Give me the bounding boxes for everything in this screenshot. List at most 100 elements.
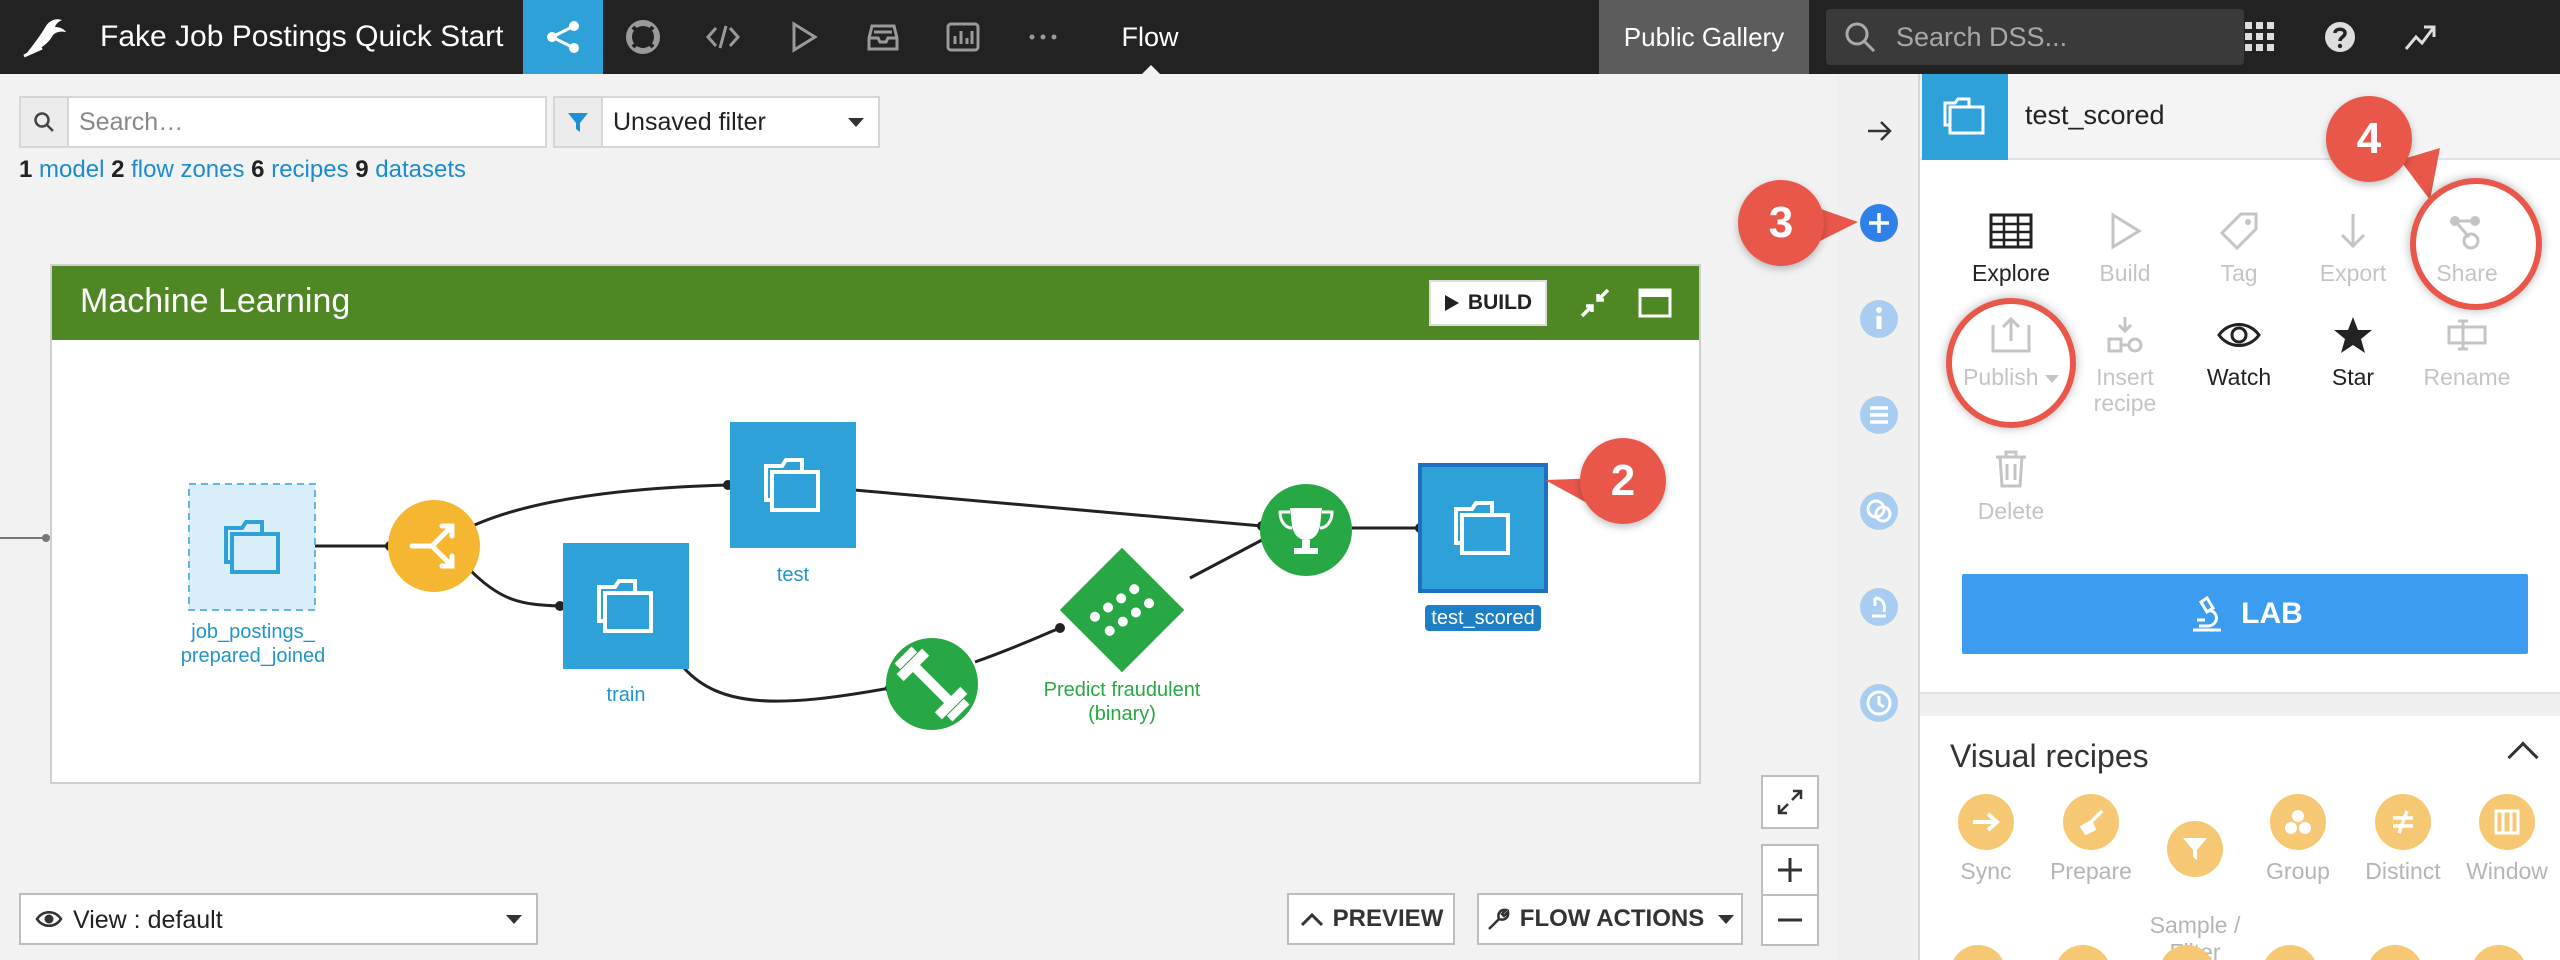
more-nav-button[interactable]	[1003, 0, 1083, 74]
collapse-icon	[1580, 288, 1610, 318]
flow-actions-button[interactable]: FLOW ACTIONS	[1477, 893, 1743, 945]
count-link-flow-zones[interactable]: flow zones	[131, 156, 245, 183]
apps-menu-button[interactable]	[2220, 0, 2300, 74]
recipe-sync[interactable]: Sync	[1931, 794, 2041, 885]
chevron-up-icon	[1300, 912, 1323, 927]
recipe-prepare[interactable]: Prepare	[2036, 794, 2146, 885]
delete-action[interactable]: Delete	[1956, 440, 2066, 524]
arrow-right-icon	[1868, 121, 1892, 141]
clock-icon	[1860, 684, 1898, 722]
count-link-recipes[interactable]: recipes	[271, 156, 349, 183]
action-label: Tag	[2220, 260, 2258, 286]
trends-button[interactable]	[2380, 0, 2460, 74]
action-label: Watch	[2206, 364, 2272, 390]
flow-tab[interactable]: Flow	[1105, 0, 1195, 75]
zoom-in-button[interactable]	[1761, 844, 1819, 896]
build-action[interactable]: Build	[2070, 202, 2180, 286]
node-label-test-scored[interactable]: test_scored	[1425, 605, 1541, 631]
expand-arrows-icon	[1777, 789, 1803, 815]
code-nav-button[interactable]	[683, 0, 763, 74]
zone-build-button[interactable]: BUILD	[1429, 280, 1547, 326]
deploy-nav-button[interactable]	[843, 0, 923, 74]
flow-search-input[interactable]	[79, 104, 539, 140]
recipe-partial-icon[interactable]	[2367, 945, 2423, 960]
global-search-input[interactable]	[1896, 17, 2226, 57]
recipe-label: Group	[2266, 858, 2330, 884]
eye-icon	[35, 911, 63, 927]
recipe-partial-icon[interactable]	[2262, 945, 2318, 960]
rename-action[interactable]: Rename	[2412, 306, 2522, 390]
right-panel-tab-column	[1838, 74, 1920, 960]
timeline-tab[interactable]	[1856, 680, 1902, 726]
action-label: Export	[2319, 260, 2387, 286]
recipe-partial-icon[interactable]	[1950, 945, 2006, 960]
recipe-distinct[interactable]: Distinct	[2348, 794, 2458, 885]
recipe-sample-filter[interactable]: Sample / Filter	[2140, 794, 2250, 960]
view-selector-dropdown[interactable]: View : default	[19, 893, 538, 945]
collapse-zone-button[interactable]	[1574, 282, 1616, 324]
lab-tab[interactable]	[1856, 584, 1902, 630]
export-action[interactable]: Export	[2298, 202, 2408, 286]
action-label: Build	[2099, 260, 2151, 286]
action-label: Insert recipe	[2093, 364, 2157, 416]
chat-bubbles-icon	[1860, 492, 1898, 530]
node-label-predict[interactable]: Predict fraudulent (binary)	[1043, 679, 1201, 725]
count-number: 1	[19, 156, 33, 183]
tag-action[interactable]: Tag	[2184, 202, 2294, 286]
action-label: Rename	[2423, 364, 2511, 390]
details-tab[interactable]	[1856, 296, 1902, 342]
flow-nav-button[interactable]	[523, 0, 603, 74]
count-number: 6	[251, 156, 265, 183]
lifebuoy-icon	[626, 20, 660, 54]
node-label-job-postings[interactable]: job_postings_ prepared_joined	[180, 621, 326, 667]
highlight-ring-share	[2410, 178, 2542, 310]
close-panel-button[interactable]	[1856, 108, 1902, 154]
recipe-label: Sync	[1960, 858, 2012, 884]
help-button[interactable]	[2300, 0, 2380, 74]
search-icon	[1845, 22, 1876, 53]
count-link-models[interactable]: model	[39, 156, 105, 183]
watch-action[interactable]: Watch	[2184, 306, 2294, 390]
flow-zone-machine-learning[interactable]: Machine Learning BUILD	[50, 264, 1701, 784]
recipe-partial-icon[interactable]	[2159, 945, 2215, 960]
flow-search-box[interactable]	[19, 96, 547, 148]
project-title[interactable]: Fake Job Postings Quick Start	[100, 20, 504, 53]
node-label-train[interactable]: train	[606, 684, 646, 706]
star-action[interactable]: Star	[2298, 306, 2408, 390]
not-equal-icon	[2393, 810, 2413, 834]
chevron-up-icon[interactable]	[2507, 741, 2539, 773]
lab-button[interactable]: LAB	[1962, 574, 2528, 654]
node-label-test[interactable]: test	[776, 564, 810, 586]
recipe-partial-icon[interactable]	[2471, 945, 2527, 960]
schema-tab[interactable]	[1856, 392, 1902, 438]
flow-filter-dropdown[interactable]: Unsaved filter	[553, 96, 880, 148]
code-icon	[705, 25, 741, 49]
zoom-out-button[interactable]	[1761, 894, 1819, 946]
dataiku-bird-logo-icon[interactable]	[20, 14, 68, 60]
top-navigation-bar: Fake Job Postings Quick Start	[0, 0, 2560, 75]
global-search-box[interactable]	[1826, 9, 2244, 65]
insert-recipe-action[interactable]: Insert recipe	[2070, 306, 2180, 416]
callout-badge-2: 2	[1580, 438, 1666, 524]
actions-tab[interactable]	[1856, 200, 1902, 246]
window-maximize-icon	[1638, 288, 1672, 318]
play-icon	[2111, 212, 2142, 250]
discussions-tab[interactable]	[1856, 488, 1902, 534]
recipe-group[interactable]: Group	[2243, 794, 2353, 885]
recipe-partial-icon[interactable]	[2055, 945, 2111, 960]
panel-divider	[1920, 692, 2560, 716]
preview-button[interactable]: PREVIEW	[1287, 893, 1455, 945]
fit-view-button[interactable]	[1761, 775, 1819, 829]
dashboard-nav-button[interactable]	[923, 0, 1003, 74]
preview-label: PREVIEW	[1332, 905, 1444, 932]
public-gallery-button[interactable]: Public Gallery	[1599, 0, 1809, 74]
list-icon	[1860, 396, 1898, 434]
count-link-datasets[interactable]: datasets	[375, 156, 467, 183]
run-nav-button[interactable]	[763, 0, 843, 74]
explore-action[interactable]: Explore	[1956, 202, 2066, 286]
plus-icon	[1778, 858, 1802, 882]
maximize-zone-button[interactable]	[1634, 282, 1676, 324]
recipe-window[interactable]: Window	[2452, 794, 2560, 885]
broom-icon	[2079, 809, 2104, 836]
lab-nav-button[interactable]	[603, 0, 683, 74]
